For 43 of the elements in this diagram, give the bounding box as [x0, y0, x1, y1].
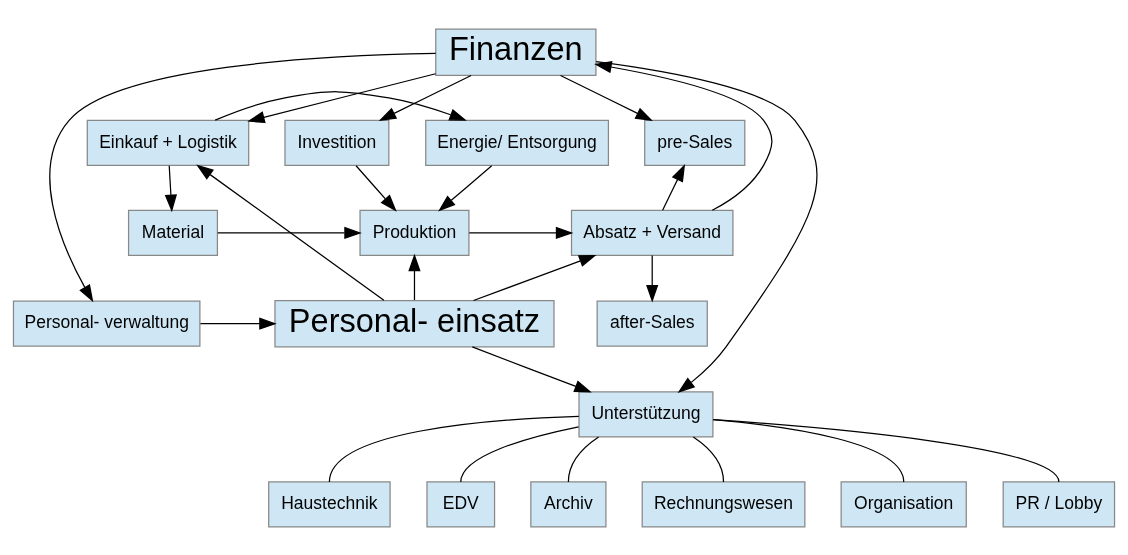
arrow	[217, 226, 362, 239]
node-box: Haustechnik	[268, 480, 391, 528]
arrow	[378, 74, 472, 121]
arrow	[471, 345, 592, 392]
arrow	[214, 90, 467, 121]
node-box: Einkauf + Logistik	[86, 119, 250, 166]
arrow	[49, 52, 437, 302]
node-box: Personal- einsatz	[274, 299, 555, 347]
connector	[567, 435, 600, 483]
node-box: after-Sales	[596, 300, 708, 347]
arrow	[472, 254, 597, 301]
arrow	[408, 253, 421, 301]
arrow	[247, 72, 437, 123]
arrow	[559, 74, 653, 121]
arrow	[355, 164, 397, 212]
connector	[712, 418, 1060, 483]
node-box: Unterstützung	[578, 390, 714, 438]
connector	[692, 435, 725, 483]
node-box: Rechnungswesen	[641, 480, 806, 528]
connector	[712, 418, 905, 483]
connector	[328, 415, 580, 483]
node-box: Produktion	[359, 209, 470, 256]
node-box: pre-Sales	[644, 119, 746, 166]
arrow	[594, 60, 773, 211]
arrow	[164, 164, 177, 212]
node-box: Absatz + Versand	[570, 209, 734, 256]
arrow	[595, 60, 818, 393]
arrow	[662, 163, 686, 211]
node-box: Finanzen	[435, 27, 597, 76]
arrow	[438, 164, 493, 212]
node-box: PR / Lobby	[1002, 480, 1116, 528]
node-box: Personal- verwaltung	[12, 300, 201, 347]
node-box: EDV	[426, 480, 496, 528]
arrow	[468, 226, 574, 239]
node-box: Archiv	[530, 480, 607, 528]
connector	[460, 425, 580, 483]
node-box: Energie/ Entsorgung	[425, 119, 610, 166]
node-box: Investition	[284, 119, 390, 166]
node-box: Organisation	[840, 480, 967, 528]
arrow	[196, 164, 385, 301]
node-box: Material	[127, 209, 219, 256]
arrow	[199, 317, 277, 330]
arrow	[646, 254, 659, 303]
